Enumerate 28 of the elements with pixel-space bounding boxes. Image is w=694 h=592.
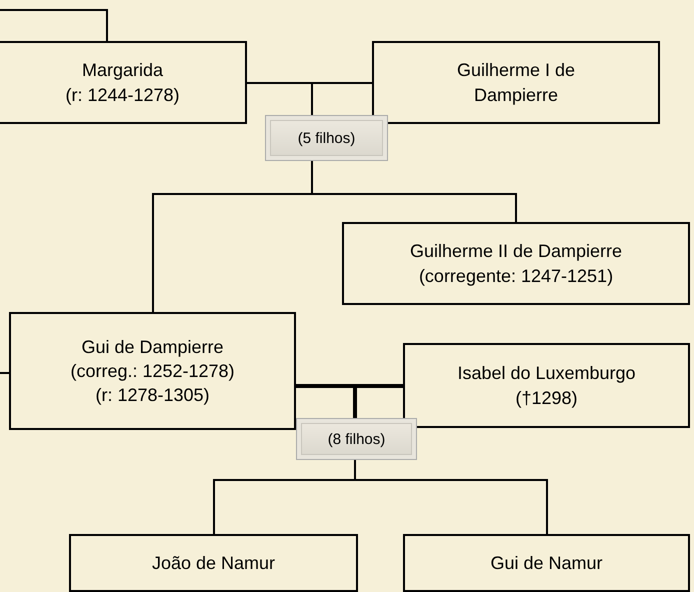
name-text: João de Namur bbox=[150, 552, 276, 575]
name-text: (correg.: 1252-1278) bbox=[69, 360, 236, 383]
connector-line bbox=[0, 9, 108, 41]
name-text: Gui de Dampierre bbox=[80, 336, 225, 359]
name-text: (r: 1278-1305) bbox=[94, 384, 211, 408]
children-count-label bbox=[265, 115, 388, 161]
name-text: Guilherme II de Dampierre bbox=[408, 240, 624, 264]
name-text: Guilherme I de Dampierre bbox=[456, 59, 576, 107]
name-text: (corregente: 1247-1251) bbox=[418, 264, 614, 288]
person-box bbox=[69, 534, 358, 592]
connector-line bbox=[311, 82, 372, 115]
name-text: (†1298) bbox=[514, 386, 579, 410]
name-text: Gui de Namur bbox=[489, 552, 604, 575]
name-text: Isabel do Luxemburgo bbox=[456, 362, 637, 386]
name-text: (5 filhos) bbox=[296, 130, 356, 146]
person-box bbox=[9, 312, 296, 430]
connector-line bbox=[0, 372, 9, 374]
person-box bbox=[0, 41, 247, 124]
name-text: (8 filhos) bbox=[326, 430, 386, 448]
name-text: Margarida bbox=[80, 59, 164, 82]
person-box bbox=[342, 222, 690, 305]
connector-line bbox=[311, 161, 517, 222]
person-box bbox=[403, 343, 690, 428]
children-count-label bbox=[296, 418, 417, 460]
name-text: (r: 1244-1278) bbox=[64, 84, 181, 107]
connector-line bbox=[354, 460, 548, 534]
person-box bbox=[372, 41, 660, 124]
person-box bbox=[403, 534, 690, 592]
